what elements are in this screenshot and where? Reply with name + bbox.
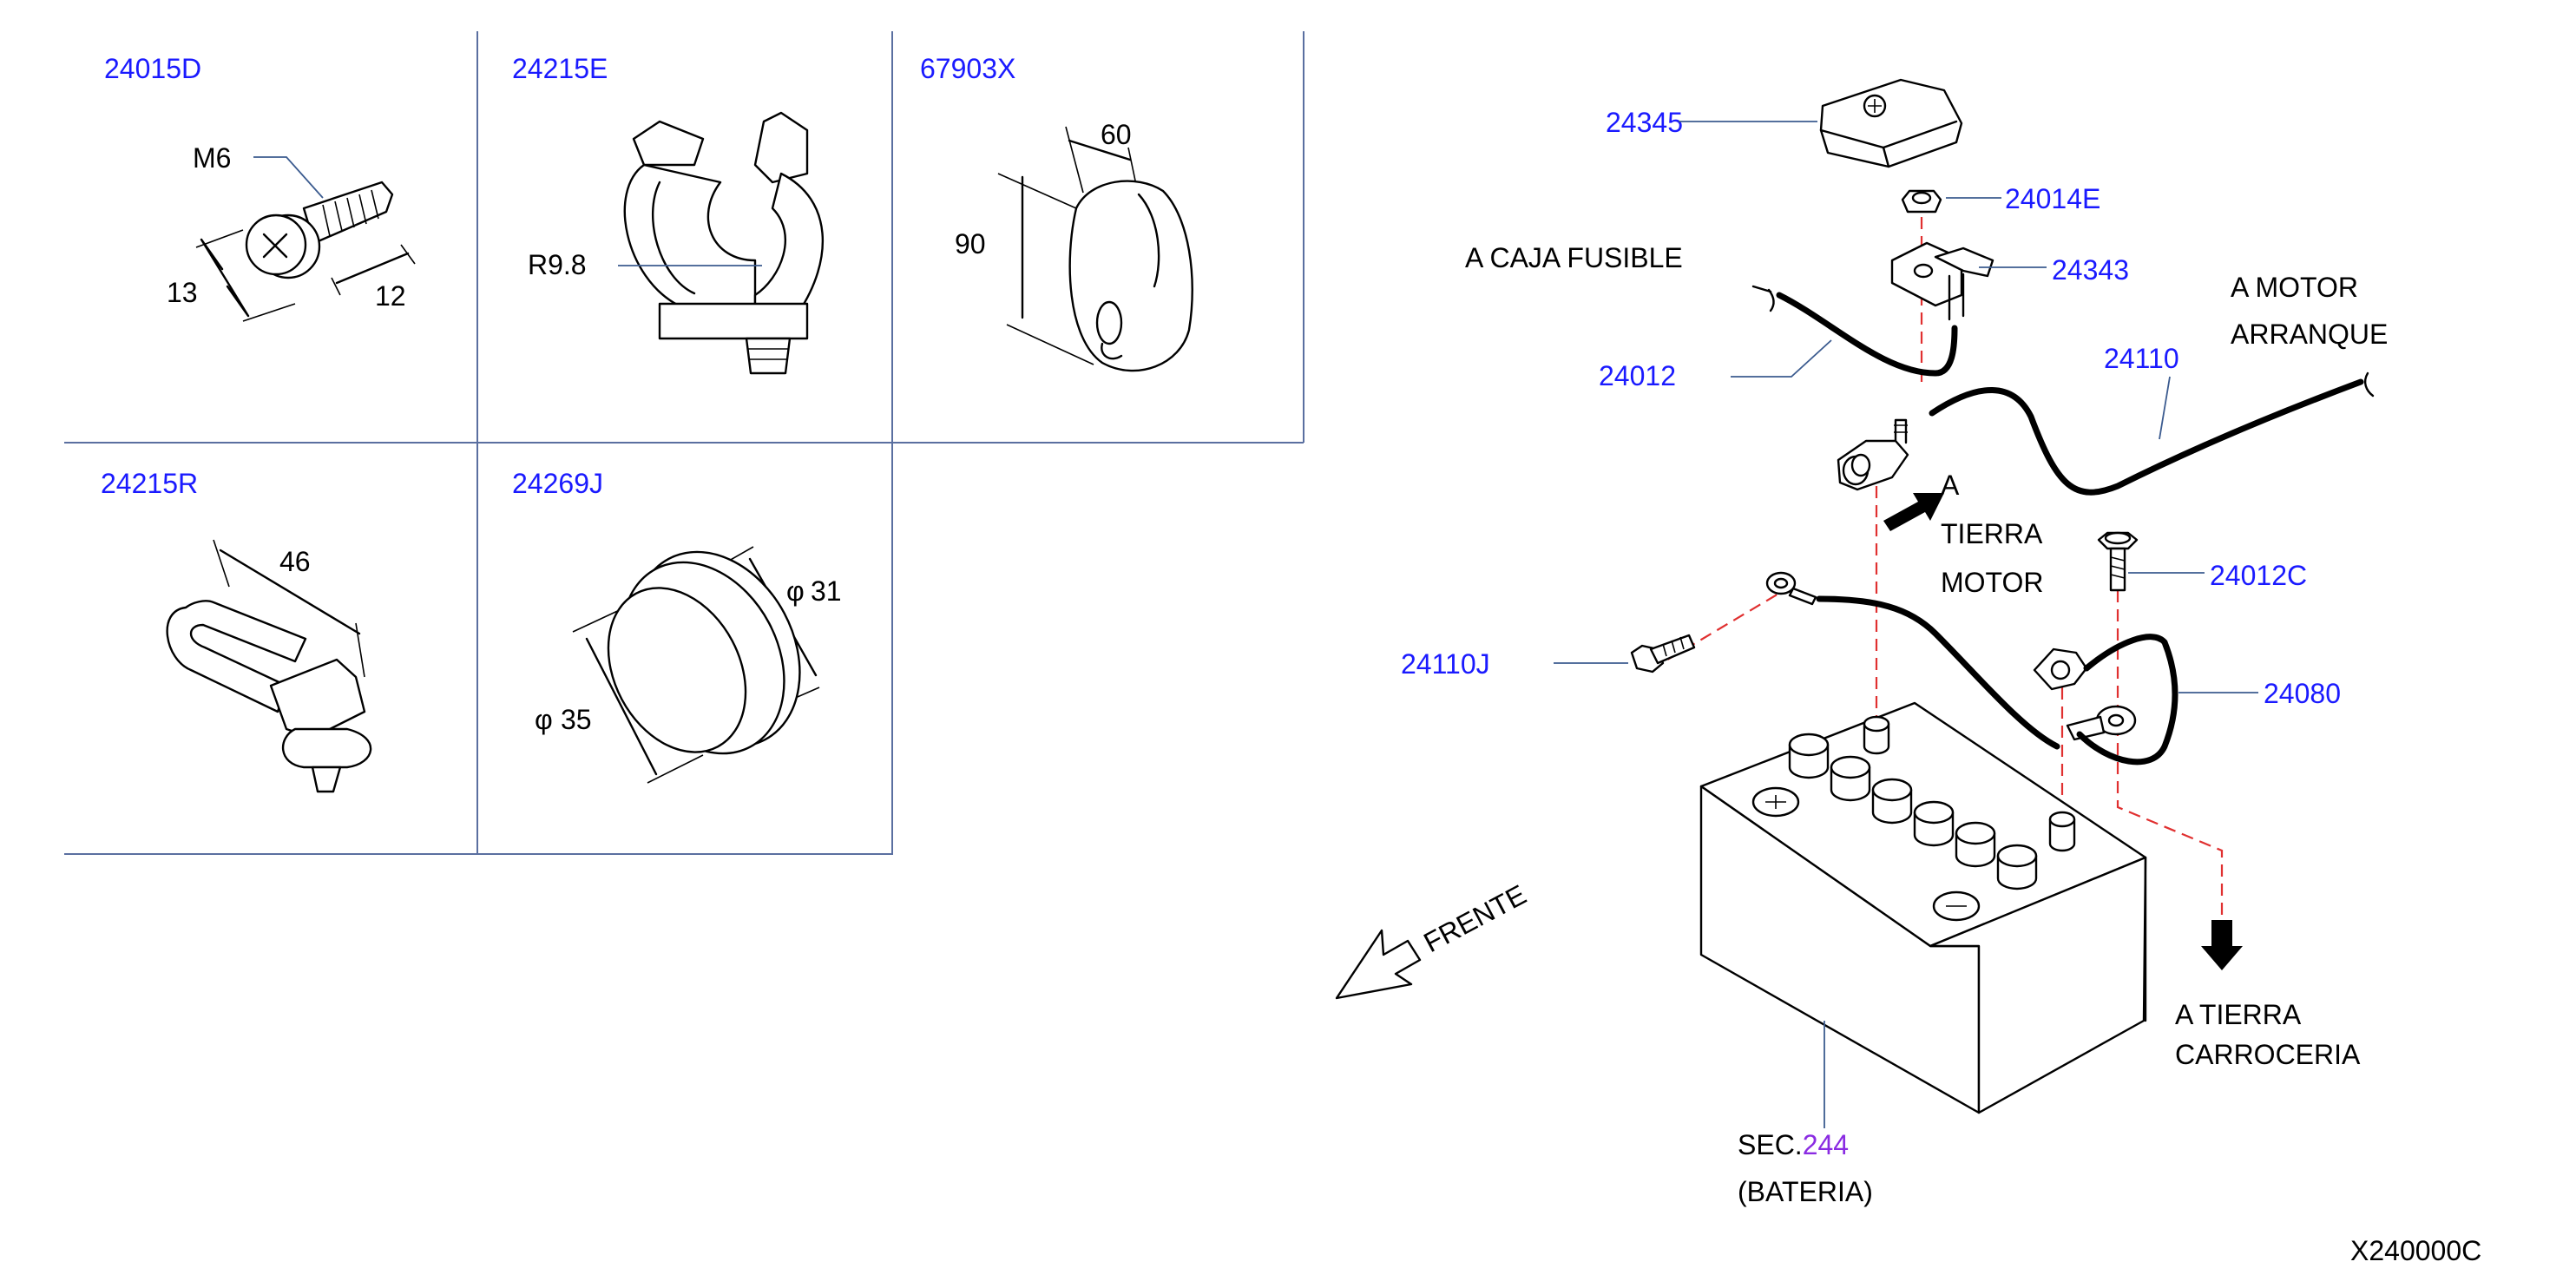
body-ground-label-2: CARROCERIA [2175, 1039, 2361, 1070]
battery-label: (BATERIA) [1738, 1176, 1873, 1207]
section-ref-label: SEC.244 [1738, 1129, 1849, 1160]
section-ref-link[interactable]: 244 [1803, 1129, 1849, 1160]
dim-31-phi: φ [786, 575, 805, 607]
part-label-24343[interactable]: 24343 [2052, 254, 2129, 286]
part-label-24110j[interactable]: 24110J [1401, 648, 1490, 680]
starter-motor-label-1: A MOTOR [2231, 272, 2358, 303]
dim-35-phi: φ [535, 704, 553, 735]
terminal-cap-icon [1068, 180, 1193, 372]
dim-13-label: 13 [167, 277, 198, 308]
part-label-24345[interactable]: 24345 [1606, 107, 1683, 138]
bolt-24012c-icon [2097, 531, 2139, 592]
front-label: FRENTE [1418, 878, 1531, 958]
part-label-24080[interactable]: 24080 [2264, 678, 2341, 709]
engine-ground-arrow-icon [1883, 493, 1944, 531]
terminal-cover-part [1819, 78, 1963, 168]
part-label-24215e[interactable]: 24215E [512, 53, 608, 84]
cell-24015d: 24015D M6 13 12 [104, 53, 416, 322]
dim-46-label: 46 [279, 546, 311, 577]
part-label-24269j[interactable]: 24269J [512, 468, 603, 499]
cell-24215r: 24215R 46 [101, 468, 372, 793]
body-ground-arrow-icon [2201, 920, 2243, 970]
part-label-24015d[interactable]: 24015D [104, 53, 201, 84]
negative-clamp-part [2033, 647, 2088, 691]
part-label-24012c[interactable]: 24012C [2210, 560, 2307, 591]
radius-label: R9.8 [528, 249, 587, 280]
part-label-24110[interactable]: 24110 [2104, 343, 2179, 374]
starter-motor-label-2: ARRANQUE [2231, 319, 2388, 350]
body-ground-cable [2076, 634, 2178, 766]
wire-clip-icon [166, 600, 372, 793]
grommet-icon [607, 550, 801, 755]
bolt-icon [245, 181, 394, 279]
dim-31-label: 31 [811, 575, 842, 607]
dim-12-label: 12 [375, 280, 406, 312]
cell-67903x: 67903X 60 90 [920, 53, 1193, 372]
body-ground-label-1: A TIERRA [2175, 999, 2302, 1030]
cell-24269j: 24269J φ 31 φ 35 [512, 468, 842, 784]
bolt-24110j-icon [1630, 634, 1696, 674]
part-label-24012[interactable]: 24012 [1599, 360, 1676, 391]
engine-ground-label-2: TIERRA [1941, 518, 2043, 549]
ground-ring-terminal [1765, 571, 1817, 606]
drawing-code: X240000C [2350, 1235, 2481, 1266]
terminal-clamp-part [1890, 241, 1994, 321]
starter-cable [1929, 378, 2364, 496]
body-ring-terminal [2066, 705, 2137, 741]
engine-ground-cable [1816, 595, 2060, 750]
fuse-cable [1776, 292, 1958, 377]
dim-90-label: 90 [955, 228, 986, 260]
battery-clamp-part [1837, 418, 1909, 491]
battery-icon [1699, 701, 2147, 1114]
front-arrow-icon [1335, 929, 1422, 1000]
parts-grid [64, 31, 1304, 855]
cell-24215e: 24215E R9.8 [512, 53, 825, 375]
thread-size-label: M6 [193, 142, 231, 174]
engine-ground-label-1: A [1941, 470, 1960, 501]
fuse-box-label: A CAJA FUSIBLE [1465, 242, 1683, 273]
part-label-67903x[interactable]: 67903X [920, 53, 1015, 84]
dim-60-label: 60 [1101, 119, 1132, 150]
engine-ground-label-3: MOTOR [1941, 567, 2044, 598]
nut-part [1901, 189, 1942, 214]
cable-clip-icon [623, 111, 825, 375]
part-label-24014e[interactable]: 24014E [2005, 183, 2100, 214]
dim-35-label: 35 [561, 704, 592, 735]
part-label-24215r[interactable]: 24215R [101, 468, 198, 499]
